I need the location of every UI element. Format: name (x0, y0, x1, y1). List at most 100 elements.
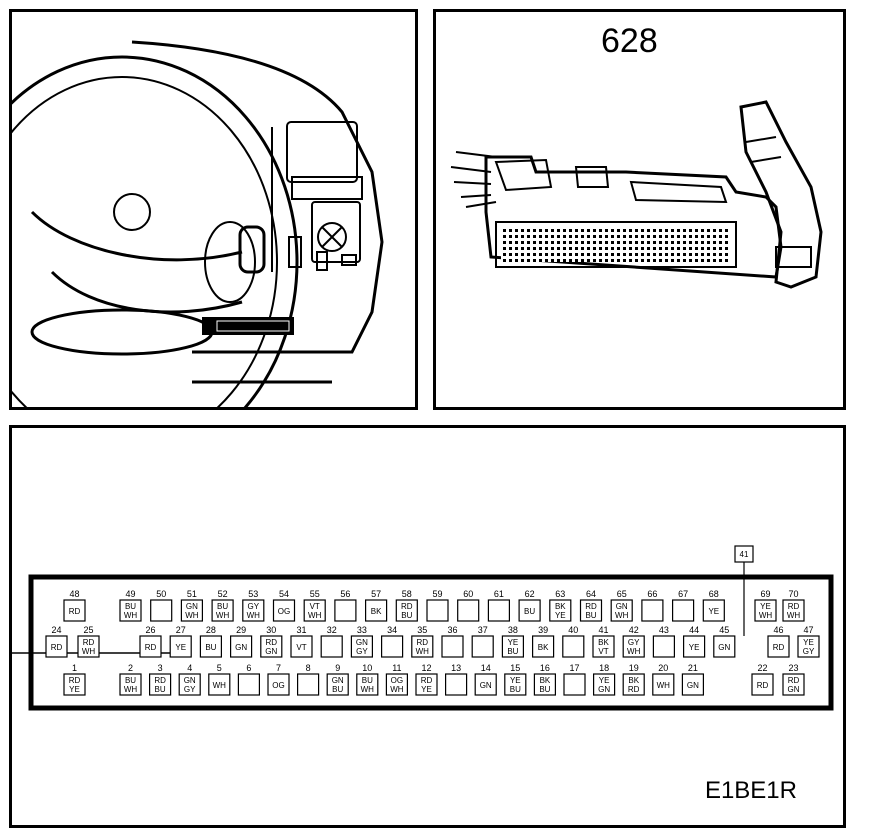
pin-number-34: 34 (387, 625, 397, 635)
pin-number-63: 63 (555, 589, 565, 599)
pin-box-34 (381, 635, 404, 658)
pin-color1-21: GN (687, 681, 699, 690)
pin-box-12 (415, 673, 438, 696)
pin-color1-30: RD (266, 638, 278, 647)
pin-color1-52: BU (217, 602, 228, 611)
pin-box-14 (474, 673, 497, 696)
pin-number-43: 43 (659, 625, 669, 635)
pin-color2-18: GN (598, 685, 610, 694)
pin-box-20 (652, 673, 675, 696)
dashboard-illustration (12, 40, 384, 407)
pin-box-2 (119, 673, 142, 696)
pin-number-32: 32 (327, 625, 337, 635)
pin-color1-19: BK (628, 676, 639, 685)
pin-color2-33: GY (356, 647, 368, 656)
pin-color1-12: RD (421, 676, 433, 685)
pin-color1-46: RD (773, 643, 785, 652)
pin-color1-54: OG (278, 607, 290, 616)
pin-box-32 (320, 635, 343, 658)
pin-color2-1: YE (69, 685, 80, 694)
pin-box-45 (713, 635, 736, 658)
pin-color1-42: GY (628, 638, 640, 647)
pin-number-67: 67 (678, 589, 688, 599)
pin-box-33 (350, 635, 373, 658)
pin-box-40 (562, 635, 585, 658)
pin-color1-28: BU (205, 643, 216, 652)
pin-number-8: 8 (306, 663, 311, 673)
reference-code: E1BE1R (704, 777, 797, 804)
pin-number-47: 47 (803, 625, 813, 635)
pin-number-10: 10 (362, 663, 372, 673)
pin-number-44: 44 (689, 625, 699, 635)
pin-color1-68: YE (708, 607, 719, 616)
connector-frame (28, 574, 834, 711)
pin-box-67 (671, 599, 695, 622)
pin-color1-35: RD (417, 638, 429, 647)
pin-color2-63: YE (555, 611, 566, 620)
pin-color2-25: WH (82, 647, 96, 656)
pin-box-17 (563, 673, 586, 696)
pin-color1-33: GN (356, 638, 368, 647)
pin-color2-55: WH (308, 611, 322, 620)
pin-color1-15: YE (510, 676, 521, 685)
pin-color2-23: GN (788, 685, 800, 694)
pin-box-65 (610, 599, 633, 622)
pin-number-65: 65 (617, 589, 627, 599)
pin-color1-3: RD (154, 676, 166, 685)
pin-color2-16: BU (539, 685, 550, 694)
pin-number-1: 1 (72, 663, 77, 673)
pin-box-47 (797, 635, 820, 658)
pin-color2-4: GY (184, 685, 196, 694)
pin-color1-51: GN (186, 602, 198, 611)
pin-number-70: 70 (788, 589, 798, 599)
pin-color2-38: BU (507, 647, 518, 656)
pin-number-49: 49 (125, 589, 135, 599)
pin-box-25 (77, 635, 100, 658)
pin-number-59: 59 (432, 589, 442, 599)
pin-color2-47: GY (803, 647, 815, 656)
pin-number-23: 23 (788, 663, 798, 673)
pin-number-42: 42 (629, 625, 639, 635)
pin-number-46: 46 (773, 625, 783, 635)
pin-number-30: 30 (266, 625, 276, 635)
pin-number-6: 6 (246, 663, 251, 673)
pin-color1-47: YE (803, 638, 814, 647)
pin-color2-2: WH (124, 685, 138, 694)
pin-number-51: 51 (187, 589, 197, 599)
pin-color1-41: BK (598, 638, 609, 647)
pin-number-4: 4 (187, 663, 192, 673)
pin-box-11 (385, 673, 408, 696)
pin-color1-5: WH (213, 681, 227, 690)
pin-box-22 (751, 673, 774, 696)
pin-number-58: 58 (402, 589, 412, 599)
pin-box-50 (150, 599, 173, 622)
pin-box-60 (457, 599, 480, 622)
pin-color1-49: BU (125, 602, 136, 611)
pin-box-59 (426, 599, 449, 622)
callout-label: 41 (740, 550, 749, 559)
pin-box-10 (356, 673, 379, 696)
pin-number-40: 40 (568, 625, 578, 635)
pin-color1-26: RD (145, 643, 157, 652)
pin-box-63 (549, 599, 572, 622)
pin-number-11: 11 (392, 663, 401, 673)
pin-color1-16: BK (540, 676, 551, 685)
pin-number-14: 14 (481, 663, 491, 673)
pin-color2-53: WH (247, 611, 261, 620)
pin-number-26: 26 (145, 625, 155, 635)
pin-color1-65: GN (616, 602, 628, 611)
pin-color1-44: YE (689, 643, 700, 652)
pin-box-49 (119, 599, 142, 622)
pin-box-66 (641, 599, 664, 622)
pin-color2-15: BU (510, 685, 521, 694)
pin-color1-48: RD (69, 607, 81, 616)
pin-box-48 (63, 599, 86, 622)
pin-number-27: 27 (176, 625, 186, 635)
pin-color1-9: GN (332, 676, 344, 685)
pin-color1-7: OG (272, 681, 284, 690)
pin-number-13: 13 (451, 663, 461, 673)
pin-box-37 (471, 635, 494, 658)
pin-box-6 (237, 673, 260, 696)
pin-color1-62: BU (524, 607, 535, 616)
